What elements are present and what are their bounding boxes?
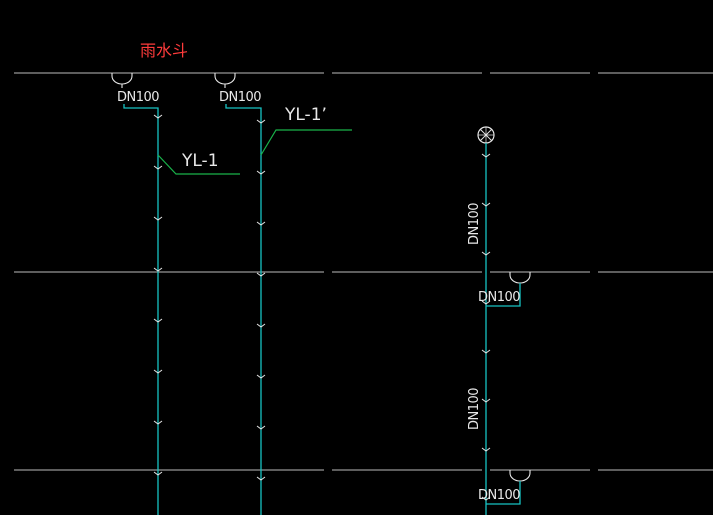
flow-arrow-icon	[481, 153, 491, 158]
flow-arrow-icon	[153, 114, 163, 119]
riser-yl-1-prime: DN100 YL-1’	[219, 90, 352, 515]
flow-arrow-icon	[256, 119, 266, 124]
flow-arrow-icon	[481, 349, 491, 354]
riser-2-leader	[260, 129, 352, 156]
riser-3-size-vertical-1: DN100	[467, 203, 482, 245]
floor-lines	[14, 72, 713, 471]
flow-arrow-icon	[256, 476, 266, 481]
cleanout-circle-icon	[477, 126, 495, 144]
riser-3-branch-2	[486, 481, 521, 505]
flow-arrow-icon	[153, 318, 163, 323]
riser-2-tag: YL-1’	[284, 105, 327, 125]
flow-arrow-icon	[481, 447, 491, 452]
riser-3-branch-1	[486, 283, 521, 307]
flow-arrow-icon	[256, 170, 266, 175]
riser-1-size-label: DN100	[117, 90, 159, 105]
flow-arrow-icon	[153, 369, 163, 374]
riser-right: DN100 DN100 DN100 DN100	[467, 126, 531, 515]
flow-arrow-icon	[481, 251, 491, 256]
flow-arrow-icon	[256, 374, 266, 379]
flow-arrow-ticks	[153, 114, 491, 501]
flow-arrow-icon	[256, 425, 266, 430]
flow-arrow-icon	[481, 202, 491, 207]
flow-arrow-icon	[481, 300, 491, 305]
flow-arrow-icon	[256, 221, 266, 226]
roof-drain-title: 雨水斗	[140, 41, 188, 60]
roof-drain-icon	[111, 73, 133, 88]
riser-1-tag: YL-1	[181, 151, 219, 171]
flow-arrow-icon	[481, 398, 491, 403]
flow-arrow-icon	[256, 272, 266, 277]
riser-2-size-label: DN100	[219, 90, 261, 105]
roof-drain-icon	[214, 73, 236, 88]
roof-drain-icon	[509, 470, 531, 482]
riser-yl-1: DN100 YL-1	[117, 90, 240, 515]
riser-2-pipe	[225, 104, 262, 515]
flow-arrow-icon	[153, 165, 163, 170]
flow-arrow-icon	[481, 496, 491, 501]
riser-1-leader	[157, 154, 240, 175]
riser-1-pipe	[123, 104, 159, 515]
flow-arrow-icon	[153, 420, 163, 425]
riser-3-size-label-2: DN100	[478, 488, 520, 503]
riser-3-size-vertical-2: DN100	[467, 388, 482, 430]
flow-arrow-icon	[256, 323, 266, 328]
riser-3-size-label-1: DN100	[478, 290, 520, 305]
flow-arrow-icon	[153, 216, 163, 221]
roof-drain-icon	[509, 272, 531, 284]
flow-arrow-icon	[153, 471, 163, 476]
flow-arrow-icon	[153, 267, 163, 272]
